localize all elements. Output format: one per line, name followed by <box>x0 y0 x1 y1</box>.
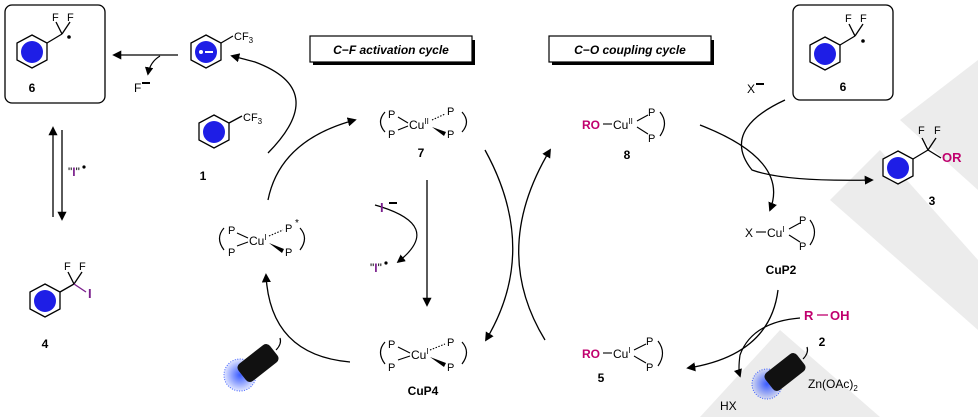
arrow-1-to-radical-anion <box>230 53 297 154</box>
equilibrium-arrows <box>48 126 67 221</box>
p-label: P <box>447 106 454 118</box>
p-label: P <box>285 223 292 235</box>
f-label: F <box>52 12 59 24</box>
cf-cycle-title: C−F activation cycle <box>333 43 449 57</box>
cf3-label: CF3 <box>234 31 254 45</box>
complex-7 <box>379 111 468 136</box>
arrow-cup-star-to-7 <box>267 117 357 201</box>
p-label: P <box>648 107 655 119</box>
ro-label: RO <box>582 118 600 132</box>
compound-6-label-left: 6 <box>29 81 36 95</box>
f-label: F <box>79 261 86 273</box>
ro-label: RO <box>582 347 600 361</box>
p-label: P <box>388 129 395 141</box>
cu-label: CuII <box>613 117 633 132</box>
p-label: P <box>447 362 454 374</box>
p-label: P <box>447 337 454 349</box>
arrow-5-to-8-cross <box>518 148 551 341</box>
benzene-6-left <box>16 21 71 69</box>
cu-label: CuII <box>409 117 429 132</box>
zinc-acetate-label: Zn(OAc)2 <box>808 377 858 393</box>
cu-label: CuI <box>613 346 631 361</box>
p-label: P <box>646 362 653 374</box>
complex-7-label: 7 <box>418 146 425 160</box>
arrow-cup4-to-cup-star <box>261 273 351 363</box>
arrow-cup2-to-5 <box>686 289 779 372</box>
x-minus-label: X <box>747 82 755 96</box>
arrow-f-loss <box>144 55 161 76</box>
arrow-iodide-to-radical <box>374 204 418 264</box>
p-label: P <box>648 133 655 145</box>
p-label: P <box>388 109 395 121</box>
p-label: P <box>228 247 235 259</box>
product-3-label: 3 <box>929 194 936 208</box>
p-label: P <box>388 362 395 374</box>
roh-label: R <box>804 308 814 323</box>
radical-anion-arene <box>190 34 234 69</box>
f-label: F <box>845 13 852 25</box>
cf3-label: CF3 <box>243 112 263 126</box>
cu-label: CuI <box>249 233 267 248</box>
excited-star: * <box>295 218 299 229</box>
arrow-7-to-cup2-cross <box>484 149 514 342</box>
p-label: P <box>388 339 395 351</box>
box-compound-6-left <box>4 4 106 104</box>
co-cycle-title-box <box>548 35 712 63</box>
x-label: X <box>745 226 753 240</box>
or-label: OR <box>942 150 962 165</box>
compound-4-arene <box>29 271 87 318</box>
vch-watermark <box>700 60 978 417</box>
p-label: P <box>799 215 806 227</box>
iodo-label: I <box>88 286 92 301</box>
co-cycle-title: C−O coupling cycle <box>574 43 686 57</box>
cu-label: CuI <box>767 225 785 240</box>
p-label: P <box>799 241 806 253</box>
complex-8-label: 8 <box>624 148 631 162</box>
arrow-x-release <box>740 99 874 185</box>
hx-label: HX <box>720 399 737 413</box>
compound-4-label: 4 <box>42 337 49 351</box>
compound-1-arene <box>198 114 243 149</box>
complex-cup4 <box>379 341 468 367</box>
roh-label: OH <box>830 308 850 323</box>
product-3-arene <box>882 137 942 185</box>
blue-led-lamp-icon-left <box>223 337 282 392</box>
compound-6-label-right: 6 <box>840 80 847 94</box>
f-label: F <box>67 12 74 24</box>
arrow-roh-hx <box>733 317 801 378</box>
complex-cu-star <box>218 227 306 253</box>
cup2-label: CuP2 <box>766 263 797 277</box>
cup4-label: CuP4 <box>408 384 439 398</box>
compound-1-label: 1 <box>200 169 207 183</box>
compound-2-label: 2 <box>819 335 826 349</box>
benzene-6-right <box>809 23 865 71</box>
complex-5 <box>603 340 664 367</box>
f-label: F <box>860 13 867 25</box>
complex-cup2 <box>756 219 816 246</box>
blue-led-lamp-icon-right <box>751 346 809 400</box>
cu-label: CuI <box>411 347 429 362</box>
p-label: P <box>646 336 653 348</box>
p-label: P <box>447 129 454 141</box>
iodide-label: I <box>380 200 384 215</box>
p-label: P <box>285 247 292 259</box>
f-label: F <box>64 261 71 273</box>
f-label: F <box>934 125 941 137</box>
f-label: F <box>918 125 925 137</box>
iodine-radical-label: "I" <box>68 165 80 179</box>
p-label: P <box>228 225 235 237</box>
complex-8 <box>603 111 666 137</box>
complex-5-label: 5 <box>598 371 605 385</box>
arrow-8-to-cup2 <box>699 124 777 212</box>
box-compound-6-right <box>792 4 894 101</box>
iodine-radical-label: "I" <box>370 261 382 275</box>
f-minus-label: F <box>134 81 141 95</box>
